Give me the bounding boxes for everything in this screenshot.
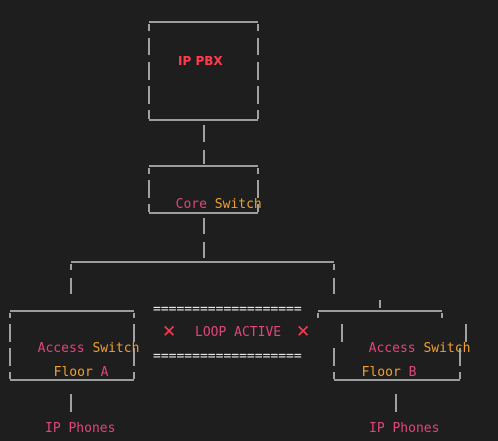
access-switch-b-word2: Switch [423,341,471,356]
core-switch-word1: Core [175,197,207,212]
loop-active-text: LOOP ACTIVE [195,325,282,340]
access-switch-b-outline [317,300,467,381]
access-switch-a-label: Access Switch [22,325,140,357]
floor-b-word: Floor [361,365,401,380]
ip-phones-right-label: IP Phones [369,421,440,436]
access-switch-a-outline [9,310,135,381]
ip-phones-left-label: IP Phones [45,421,116,436]
floor-a-id: A [100,365,109,380]
loop-left-x-icon: ✕ [162,322,177,342]
core-switch-word2: Switch [214,197,262,212]
pbx-box-outline [148,21,259,121]
access-switch-b-word1: Access [368,341,416,356]
access-switch-b-floor: Floor B [346,349,417,381]
loop-right-x-icon: ✕ [296,322,311,342]
access-switch-b-label: Access Switch [353,325,471,357]
access-switch-a-floor: Floor A [38,349,109,381]
floor-a-word: Floor [53,365,93,380]
access-switch-a-word1: Access [37,341,85,356]
phones-connectors [70,394,397,412]
distribution-bar [70,261,335,294]
floor-b-id: B [408,365,417,380]
loop-line-bottom: =================== [153,349,302,364]
access-switch-a-word2: Switch [92,341,140,356]
core-switch-label: Core Switch [160,181,262,213]
loop-line-top: =================== [153,302,302,317]
core-switch-outline [148,165,259,214]
pbx-label: IP PBX [178,54,223,68]
